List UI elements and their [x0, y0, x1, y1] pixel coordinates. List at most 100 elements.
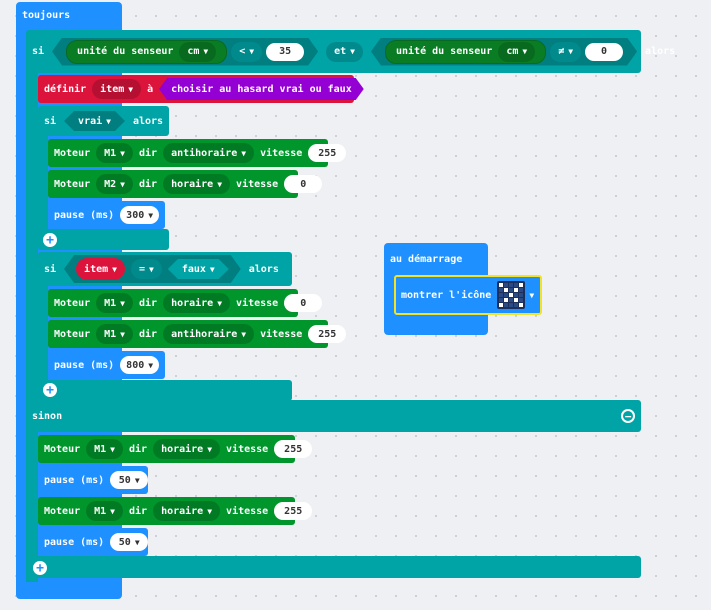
pause-value-dropdown[interactable]: 50▼: [110, 471, 149, 489]
sinon-label: sinon: [32, 411, 63, 422]
chevron-down-icon: ▼: [207, 506, 213, 516]
value-right-input[interactable]: 0: [585, 43, 623, 61]
motor-block-2[interactable]: Moteur M2▼ dir horaire▼ vitesse 0: [48, 170, 323, 198]
add-else-icon[interactable]: +: [43, 233, 57, 247]
chevron-down-icon: ▼: [128, 84, 134, 94]
random-bool-block[interactable]: choisir au hasard vrai ou faux: [159, 78, 364, 100]
x-icon: [497, 281, 526, 309]
add-else-icon[interactable]: +: [43, 383, 57, 397]
motor-block-6[interactable]: Moteur M1▼ dir horaire▼ vitesse 255: [38, 497, 313, 525]
chevron-down-icon: ▼: [241, 329, 247, 339]
motor-block-1[interactable]: Moteur M1▼ dir antihoraire▼ vitesse 255: [48, 139, 347, 167]
remove-else-icon[interactable]: −: [621, 409, 635, 423]
show-icon-block[interactable]: montrer l'icône ▼: [394, 275, 542, 315]
chevron-down-icon: ▼: [209, 264, 215, 274]
chevron-down-icon: ▼: [148, 210, 154, 220]
chevron-down-icon: ▼: [350, 47, 355, 56]
chevron-down-icon: ▼: [568, 47, 574, 56]
dir-label: dir: [129, 505, 148, 517]
speed-input[interactable]: 255: [274, 502, 313, 520]
pause-label: pause (ms): [44, 536, 105, 548]
pause-value-dropdown[interactable]: 300▼: [120, 206, 159, 224]
motor-dropdown[interactable]: M1▼: [86, 439, 123, 459]
if-main-footer: [26, 556, 641, 578]
dir-label: dir: [139, 297, 158, 309]
direction-dropdown[interactable]: horaire▼: [163, 293, 231, 313]
op-left-dropdown[interactable]: < ▼: [231, 42, 262, 62]
if-item-row: si item▼ =▼ faux▼ alors: [38, 252, 285, 286]
vitesse-label: vitesse: [226, 443, 269, 455]
pause-value: 800: [126, 359, 145, 371]
on-start-label: au démarrage: [390, 254, 463, 265]
direction-dropdown[interactable]: antihoraire▼: [163, 143, 255, 163]
chevron-down-icon: ▼: [522, 47, 528, 56]
speed-input[interactable]: 255: [308, 144, 347, 162]
toujours-label: toujours: [22, 10, 71, 21]
op-right-dropdown[interactable]: ≠ ▼: [550, 42, 581, 62]
faux-value: faux: [181, 263, 206, 275]
item-variable-dropdown[interactable]: item▼: [76, 258, 125, 280]
motor-dropdown[interactable]: M1▼: [96, 324, 133, 344]
direction-dropdown[interactable]: antihoraire▼: [163, 324, 255, 344]
speed-input[interactable]: 255: [274, 440, 313, 458]
icon-dropdown[interactable]: ▼: [497, 281, 534, 309]
sensor-left-unit-dropdown[interactable]: cm ▼: [179, 42, 216, 62]
speed-input[interactable]: 255: [308, 325, 347, 343]
vitesse-label: vitesse: [236, 178, 279, 190]
set-item-block[interactable]: définir item ▼ à choisir au hasard vrai …: [38, 75, 354, 103]
value-left-input[interactable]: 35: [266, 43, 304, 61]
chevron-down-icon: ▼: [203, 47, 209, 56]
sensor-left-unit: cm: [187, 46, 200, 57]
motor-block-3[interactable]: Moteur M1▼ dir horaire▼ vitesse 0: [48, 289, 323, 317]
show-icon-label: montrer l'icône: [401, 289, 492, 301]
sensor-right[interactable]: unité du senseur cm ▼: [385, 40, 546, 64]
op-left: <: [239, 46, 246, 57]
speed-input[interactable]: 0: [284, 175, 323, 193]
motor-dropdown[interactable]: M2▼: [96, 174, 133, 194]
if-main-condition-row: si unité du senseur cm ▼ < ▼ 35 et ▼ uni…: [26, 30, 681, 73]
motor-block-5[interactable]: Moteur M1▼ dir horaire▼ vitesse 255: [38, 435, 313, 463]
and-dropdown[interactable]: et ▼: [326, 41, 363, 62]
pause-block-1[interactable]: pause (ms) 300▼: [48, 201, 165, 229]
chevron-down-icon: ▼: [207, 444, 213, 454]
add-else-icon[interactable]: +: [33, 561, 47, 575]
direction-dropdown[interactable]: horaire▼: [163, 174, 231, 194]
variable-dropdown[interactable]: item ▼: [92, 79, 142, 99]
dir-label: dir: [139, 328, 158, 340]
chevron-down-icon: ▼: [120, 329, 125, 339]
comparison-right[interactable]: unité du senseur cm ▼ ≠ ▼ 0: [371, 38, 637, 66]
motor-dropdown[interactable]: M1▼: [96, 293, 133, 313]
a-label: à: [147, 83, 154, 95]
pause-block-4[interactable]: pause (ms) 50▼: [38, 528, 149, 556]
sensor-left-label: unité du senseur: [77, 46, 174, 57]
motor-value: M1: [104, 297, 117, 309]
vrai-dropdown[interactable]: vrai ▼: [64, 111, 125, 131]
speed-input[interactable]: 0: [284, 294, 323, 312]
motor-dropdown[interactable]: M1▼: [86, 501, 123, 521]
chevron-down-icon: ▼: [149, 264, 154, 274]
eq-op-dropdown[interactable]: =▼: [131, 259, 162, 279]
pause-label: pause (ms): [54, 359, 115, 371]
alors-label: alors: [645, 46, 676, 57]
chevron-down-icon: ▼: [217, 179, 223, 189]
sensor-right-unit-dropdown[interactable]: cm ▼: [498, 42, 535, 62]
if-vrai-footer: [38, 229, 169, 250]
motor-value: M2: [104, 178, 117, 190]
comparison-left[interactable]: unité du senseur cm ▼ < ▼ 35: [52, 38, 318, 66]
motor-value: M1: [94, 443, 107, 455]
motor-label: Moteur: [54, 178, 91, 190]
pause-block-2[interactable]: pause (ms) 800▼: [48, 351, 165, 379]
motor-value: M1: [104, 328, 117, 340]
motor-label: Moteur: [54, 297, 91, 309]
item-variable: item: [84, 263, 109, 275]
motor-dropdown[interactable]: M1▼: [96, 143, 133, 163]
motor-block-4[interactable]: Moteur M1▼ dir antihoraire▼ vitesse 255: [48, 320, 347, 348]
item-comparison[interactable]: item▼ =▼ faux▼: [64, 255, 241, 283]
pause-value-dropdown[interactable]: 800▼: [120, 356, 159, 374]
pause-block-3[interactable]: pause (ms) 50▼: [38, 466, 149, 494]
faux-dropdown[interactable]: faux▼: [168, 259, 229, 279]
sensor-left[interactable]: unité du senseur cm ▼: [66, 40, 227, 64]
direction-dropdown[interactable]: horaire▼: [153, 501, 221, 521]
direction-dropdown[interactable]: horaire▼: [153, 439, 221, 459]
pause-value-dropdown[interactable]: 50▼: [110, 533, 149, 551]
